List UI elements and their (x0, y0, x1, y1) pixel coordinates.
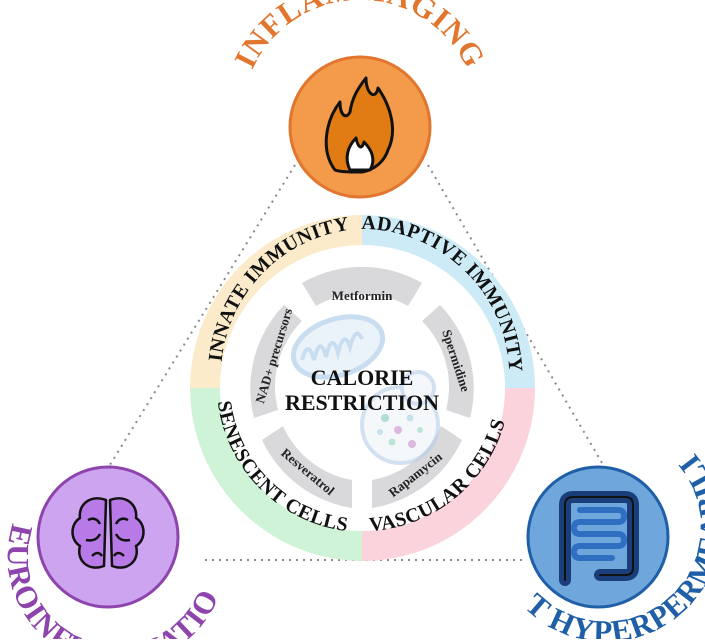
intervention-segment-metformin (302, 266, 422, 306)
intervention-segment-spermidine (422, 305, 474, 418)
ring-segment-adaptive (362, 215, 535, 388)
ring-segment-innate (190, 215, 362, 388)
intervention-ring (250, 266, 474, 508)
intestine-icon (559, 491, 639, 586)
brain-icon (71, 497, 145, 569)
flame-icon (324, 76, 395, 174)
intervention-segment-rapamycin (372, 426, 462, 508)
cell-icon (360, 370, 440, 465)
center-title-line2: RESTRICTION (285, 390, 439, 415)
intervention-label-metformin: Metformin (332, 288, 393, 303)
mitochondrion-icon (290, 314, 386, 380)
intervention-segment-nad (250, 305, 302, 418)
neuroinflammation-circle (36, 465, 180, 609)
outer-ring (189, 215, 535, 561)
intervention-segment-resveratrol (262, 426, 352, 508)
ring-segment-senescent (189, 388, 362, 561)
center-title-line1: CALORIE (311, 365, 414, 390)
inflammaging-node: INFLAMMAGING (227, 0, 492, 199)
neuroinflammation-node: NEUROINFLAMMATION (0, 0, 225, 644)
ring-segment-vascular (362, 388, 535, 561)
